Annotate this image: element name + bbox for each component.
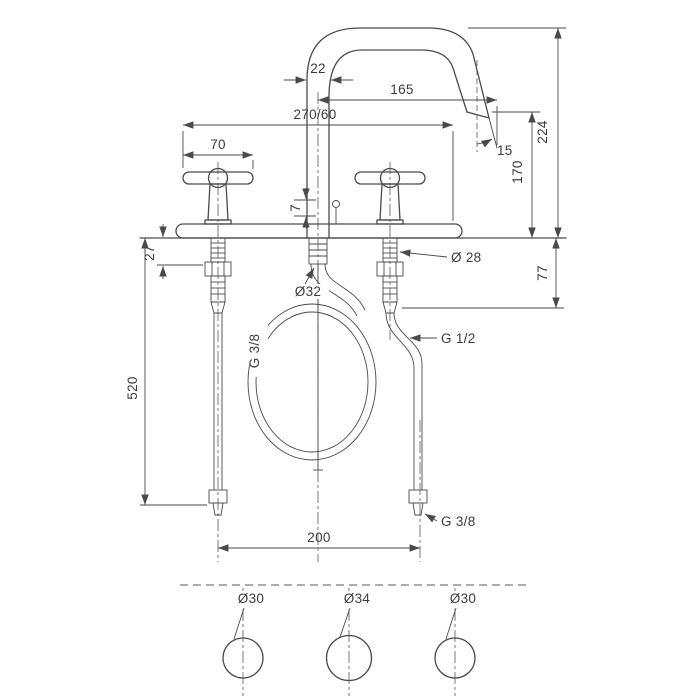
dimension-annotations: 22 165 270/60 70 7 (125, 27, 566, 552)
hole-layout-view: Ø30 Ø34 Ø30 (180, 584, 528, 696)
dim-deck-thickness: 27 (142, 224, 203, 279)
dim-hose-thread-label: G 3/8 (441, 514, 476, 529)
dim-center-diameter-label: Ø32 (295, 284, 321, 299)
dim-below-deck-clearance: 77 (402, 238, 564, 309)
hose-coil-inner (255, 311, 369, 453)
faucet-spout (306, 27, 498, 239)
right-handle-hub (379, 167, 401, 189)
left-handle-hub (207, 167, 229, 189)
dim-spout-pipe-width: 22 (284, 61, 353, 84)
hole-leader-right (445, 607, 457, 640)
left-hose-tip (212, 502, 224, 516)
hole-label-right: Ø30 (450, 591, 476, 606)
spout-outer-edge (306, 27, 490, 239)
faucet-front-view (139, 27, 567, 516)
dim-outlet-angle: 15 (476, 60, 513, 158)
dim-handle-width-label: 70 (210, 137, 226, 152)
dim-below-deck-clearance-label: 77 (535, 265, 550, 281)
spout-outlet-face (466, 111, 490, 119)
spout-inner-edge (328, 49, 468, 239)
dim-total-height: 224 (468, 27, 566, 238)
dim-hose-length: 520 (125, 238, 207, 506)
dim-shank-diameter: Ø 28 (399, 249, 481, 265)
dim-outlet-height-label: 170 (510, 160, 525, 183)
left-supply-connection (204, 237, 232, 516)
right-hose-tip (412, 502, 424, 516)
dim-rod-height-label: 7 (288, 204, 303, 212)
dim-overall-width-label: 270/60 (293, 107, 336, 122)
dim-hole-spacing: 200 (218, 530, 420, 552)
dim-total-height-label: 224 (535, 120, 550, 144)
hole-circle-center (325, 634, 373, 682)
dim-shank-diameter-label: Ø 28 (451, 250, 481, 265)
dim-hose-thread: G 3/8 (424, 513, 476, 529)
hole-label-center: Ø34 (344, 591, 371, 606)
right-supply-connection (376, 237, 428, 516)
pop-up-rod (332, 200, 340, 224)
dim-spout-reach-label: 165 (390, 82, 413, 97)
hole-circle-right (434, 637, 476, 679)
dim-outlet-angle-label: 15 (497, 143, 513, 158)
dim-overall-width: 270/60 (182, 107, 454, 221)
center-hose-entry (324, 263, 366, 311)
spout-outlet-slant-extension (488, 117, 498, 149)
dim-center-diameter: Ø32 (289, 267, 329, 299)
dim-spout-pipe-width-label: 22 (310, 61, 326, 76)
dim-spout-reach: 165 (318, 82, 498, 145)
dim-supply-thread-label: G 1/2 (441, 331, 476, 346)
dim-handle-width: 70 (183, 137, 254, 169)
hole-leader-center (339, 607, 351, 638)
dim-hose-length-label: 520 (125, 376, 140, 399)
deck-plate (175, 223, 463, 239)
hole-label-left: Ø30 (238, 591, 264, 606)
dim-deck-thickness-label: 27 (142, 245, 157, 261)
right-hose-edge (385, 312, 415, 490)
dim-outlet-height: 170 (492, 111, 540, 238)
pop-up-knob (332, 200, 340, 208)
hose-coil-outer (247, 303, 377, 461)
right-hose-nut (408, 489, 428, 504)
dim-center-thread: G 3/8 (247, 325, 268, 377)
dim-rod-height: 7 (288, 188, 316, 228)
dim-hole-spacing-label: 200 (307, 530, 330, 545)
hole-leader-left (233, 607, 245, 640)
dim-center-thread-label: G 3/8 (247, 334, 262, 369)
dim-supply-thread: G 1/2 (410, 331, 476, 346)
hole-circle-left (222, 637, 264, 679)
